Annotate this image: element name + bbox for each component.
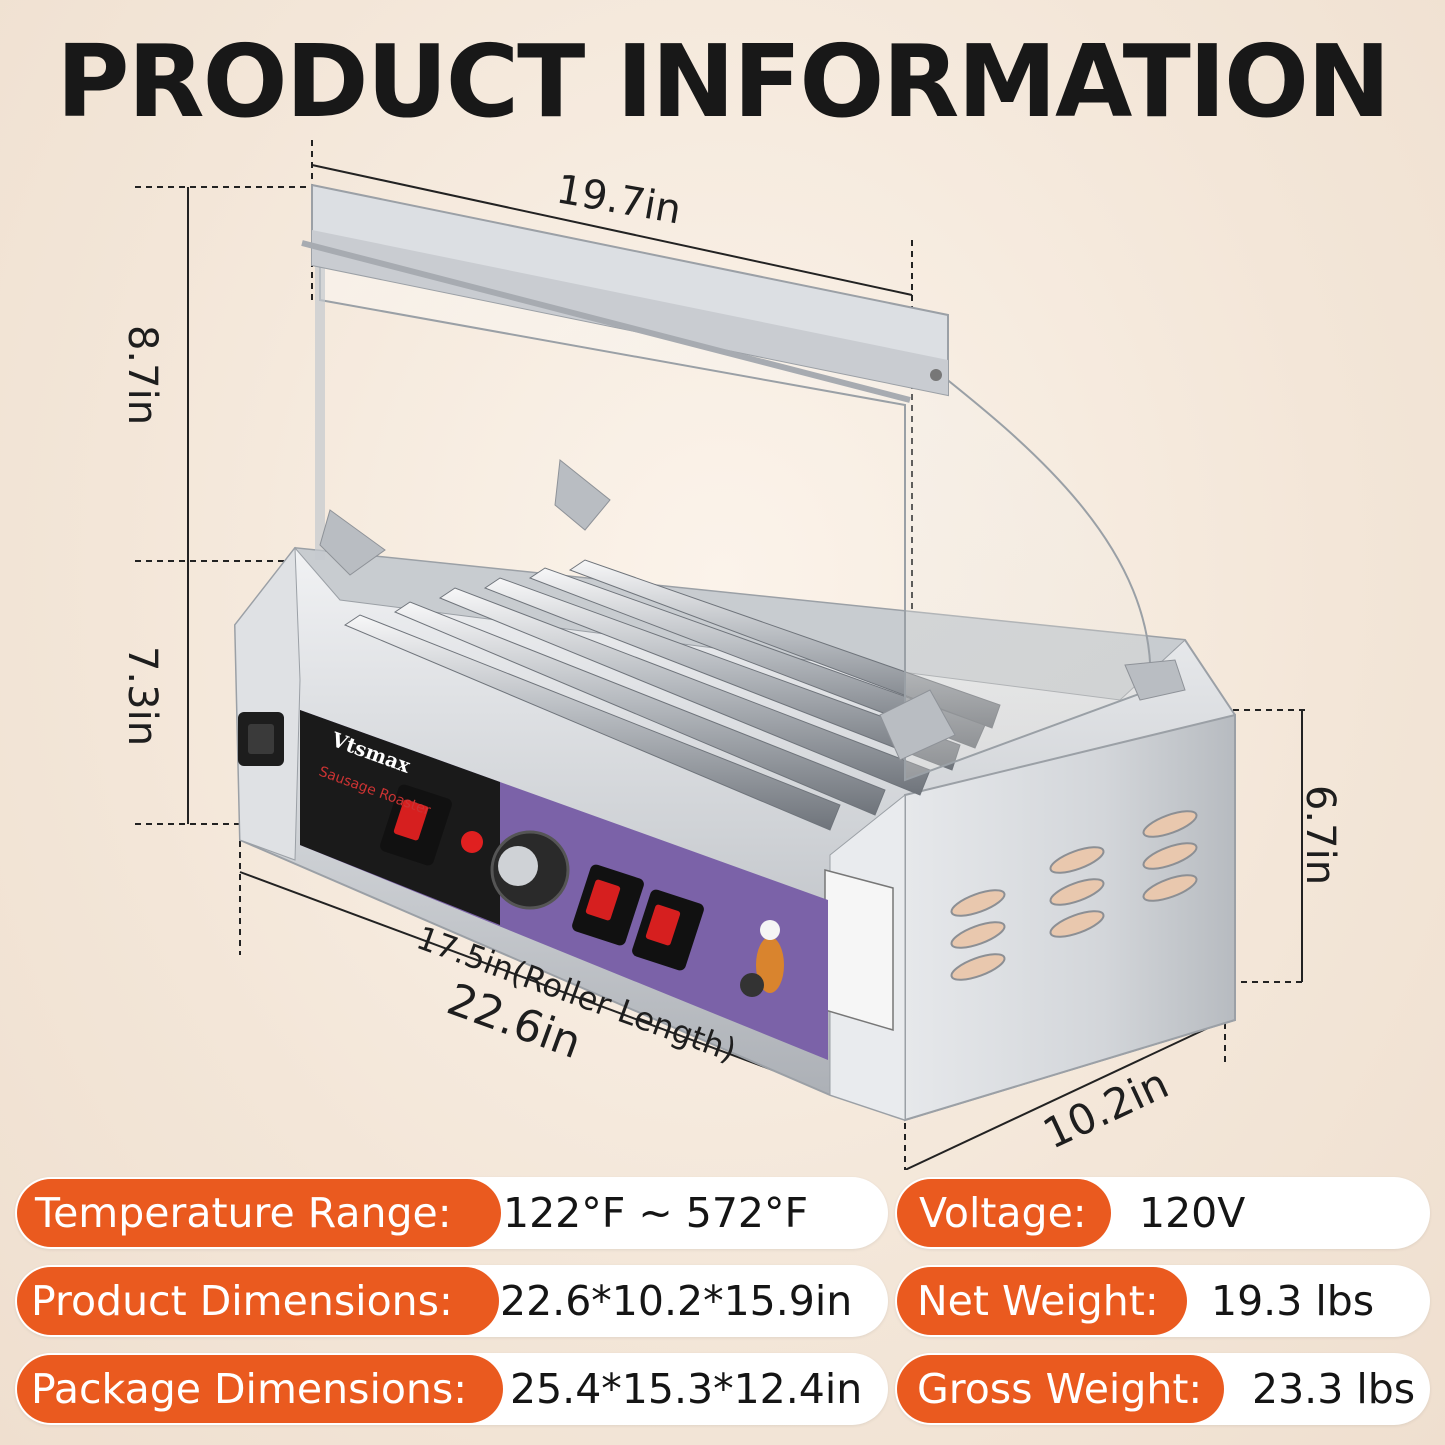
dim-lid-height: 8.7in — [119, 324, 166, 426]
spec-value: 22.6*10.2*15.9in — [500, 1277, 853, 1325]
spec-value: 25.4*15.3*12.4in — [510, 1365, 863, 1413]
spec-value: 23.3 lbs — [1252, 1365, 1416, 1413]
spec-row-package-dimensions: Package Dimensions: 25.4*15.3*12.4in — [15, 1353, 888, 1425]
spec-label: Voltage: — [897, 1179, 1111, 1247]
dimension-lines — [187, 164, 1303, 1170]
dim-body-height: 7.3in — [119, 645, 166, 747]
spec-label: Product Dimensions: — [17, 1267, 499, 1335]
glass-cover — [301, 183, 1186, 782]
spec-label: Temperature Range: — [17, 1179, 501, 1247]
spec-row-temperature: Temperature Range: 122°F ~ 572°F — [15, 1177, 888, 1249]
control-panel — [300, 710, 828, 1060]
spec-value: 122°F ~ 572°F — [503, 1189, 809, 1237]
rollers — [343, 559, 1001, 831]
spec-row-voltage: Voltage: 120V — [895, 1177, 1430, 1249]
dim-side-height: 6.7in — [1297, 784, 1344, 886]
spec-value: 19.3 lbs — [1211, 1277, 1375, 1325]
hot-dog-roller-illustration: Vtsmax Sausage Roaster — [135, 140, 1305, 1170]
spec-label: Net Weight: — [897, 1267, 1187, 1335]
spec-label: Gross Weight: — [897, 1355, 1224, 1423]
spec-label: Package Dimensions: — [17, 1355, 503, 1423]
spec-row-gross-weight: Gross Weight: 23.3 lbs — [895, 1353, 1430, 1425]
spec-value: 120V — [1139, 1189, 1246, 1237]
spec-row-product-dimensions: Product Dimensions: 22.6*10.2*15.9in — [15, 1265, 888, 1337]
page-title: PRODUCT INFORMATION — [56, 23, 1390, 140]
spec-row-net-weight: Net Weight: 19.3 lbs — [895, 1265, 1430, 1337]
